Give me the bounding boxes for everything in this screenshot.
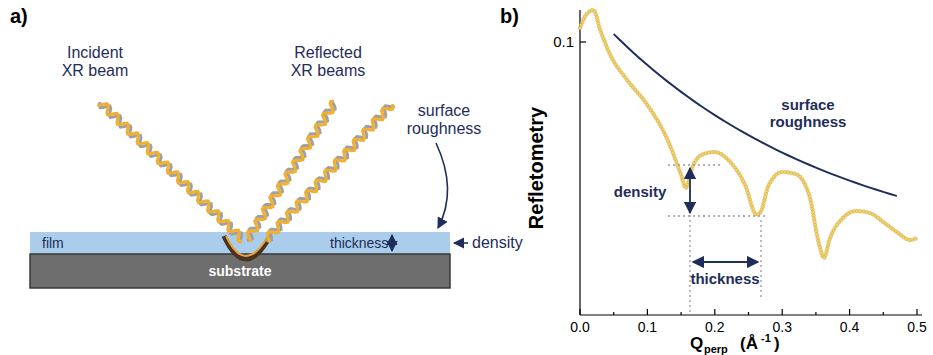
tick-label: 0.4 bbox=[840, 319, 859, 335]
y-tick bbox=[580, 41, 586, 42]
beam-wave bbox=[267, 104, 393, 243]
beam-label: Incident XR beam bbox=[55, 44, 135, 81]
tick-label: 0.5 bbox=[907, 319, 926, 335]
axis-superscript: -1 bbox=[761, 332, 771, 345]
axis-subscript: perp bbox=[704, 343, 728, 355]
tick-label: 0.0 bbox=[570, 319, 589, 335]
annotation: thickness bbox=[690, 270, 759, 287]
tick-label: 0.1 bbox=[553, 33, 574, 50]
substrate-band: substrate bbox=[30, 254, 450, 288]
data-points bbox=[578, 8, 917, 259]
xr-beams bbox=[97, 100, 395, 243]
dimension-label: thickness bbox=[330, 235, 388, 251]
axis-title: Refletometry bbox=[525, 107, 548, 229]
x-axis bbox=[580, 314, 922, 315]
axis-title: Q bbox=[690, 334, 703, 354]
annotation: surface roughness bbox=[768, 96, 848, 131]
density-arrow bbox=[454, 242, 468, 244]
x-ticks bbox=[580, 309, 917, 315]
layer-name: substrate bbox=[208, 263, 271, 279]
beam-wave bbox=[266, 106, 395, 241]
layer-name: film bbox=[42, 235, 64, 251]
axis-title: ) bbox=[774, 334, 780, 354]
axis-title: (Å bbox=[740, 334, 758, 354]
roughness-arrow bbox=[436, 143, 448, 228]
y-axis bbox=[579, 10, 580, 315]
panel-letter: b) bbox=[500, 5, 519, 28]
tick-label: 0.3 bbox=[772, 319, 791, 335]
film-band: film thickness bbox=[30, 232, 450, 254]
guide-lines bbox=[668, 165, 765, 315]
thickness-arrow bbox=[391, 235, 393, 251]
density-arrow bbox=[689, 168, 691, 213]
beam-wave bbox=[247, 101, 334, 242]
annotation: surface roughness bbox=[402, 102, 486, 139]
tick-label: 0.2 bbox=[705, 319, 724, 335]
thickness-arrow bbox=[693, 261, 758, 263]
data-line bbox=[580, 10, 917, 258]
panel-letter: a) bbox=[10, 5, 28, 28]
beam-wave bbox=[97, 104, 242, 242]
annotation: density bbox=[472, 234, 523, 252]
tick-label: 0.1 bbox=[638, 319, 657, 335]
roughness-envelope bbox=[614, 34, 897, 196]
annotation: density bbox=[614, 183, 667, 200]
beam-label: Reflected XR beams bbox=[283, 44, 373, 81]
